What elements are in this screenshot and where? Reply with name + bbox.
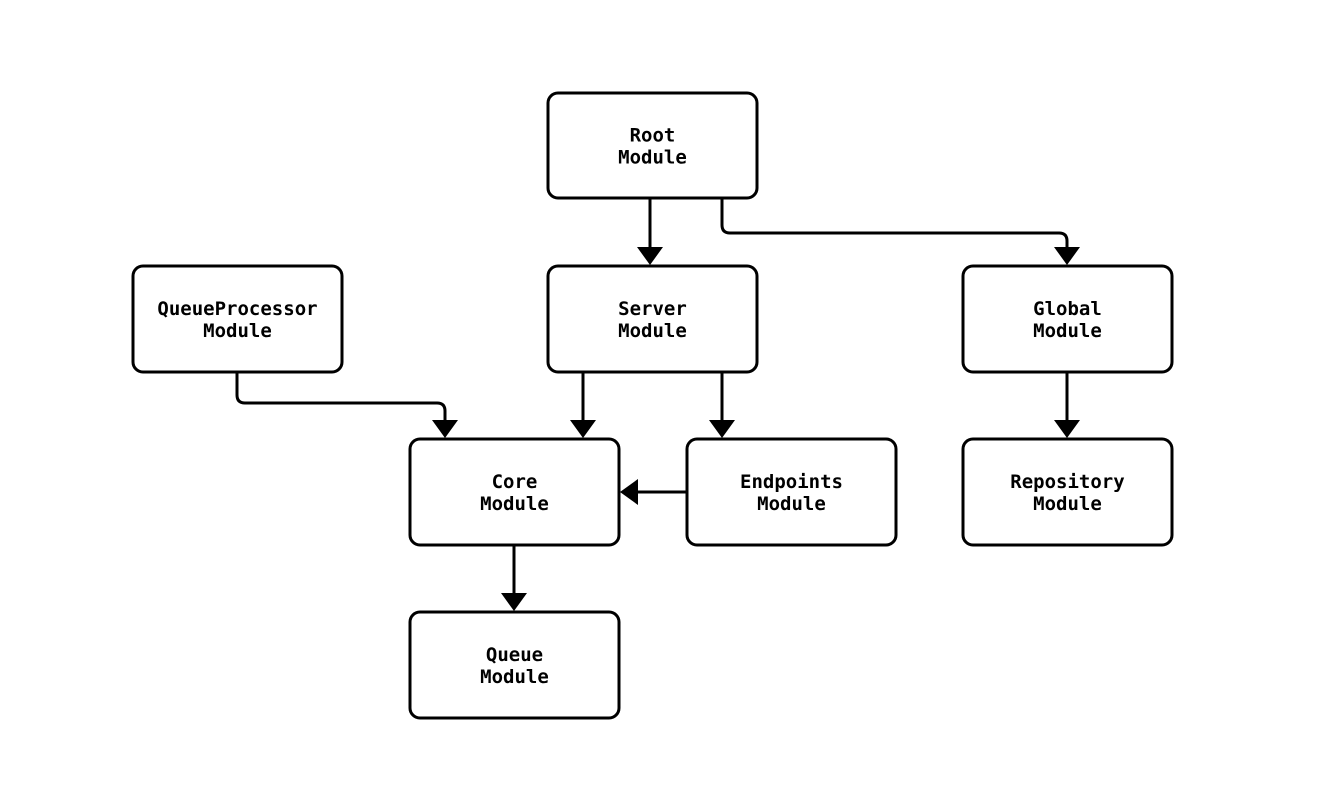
node-box-queueprocessor-module (131, 264, 344, 374)
node-box-endpoints-module (685, 437, 898, 547)
node-box-global-module (961, 264, 1174, 374)
node-box-root-module (546, 91, 759, 200)
node-box-queue-module (408, 610, 621, 720)
node-box-repository-module (961, 437, 1174, 547)
node-box-server-module (546, 264, 759, 374)
edges-layer (235, 198, 1080, 611)
node-box-core-module (408, 437, 621, 547)
edge-queueprocessor-module-to-core-module (235, 372, 458, 438)
edge-root-module-to-global-module (720, 198, 1080, 265)
